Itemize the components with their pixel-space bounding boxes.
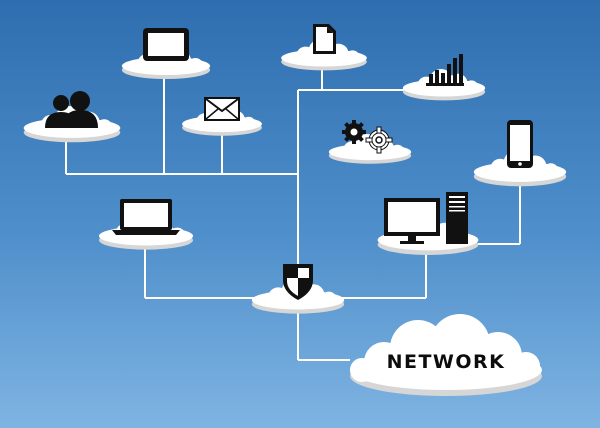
gears-icon [342, 120, 393, 154]
cloud-phone [473, 120, 567, 187]
cloud-desktop [377, 192, 479, 255]
cloud-tablet [121, 28, 211, 79]
cloud-security [251, 264, 345, 314]
tablet-icon [143, 28, 189, 61]
cloud-laptop [98, 199, 194, 250]
cloud-email [182, 97, 262, 136]
cloud-chart [402, 54, 486, 101]
desktop-computer-icon [384, 192, 468, 244]
shield-icon [283, 264, 313, 300]
cloud-settings [328, 120, 412, 164]
cloud-document [281, 24, 367, 71]
bar-chart-icon [426, 54, 464, 86]
users-icon [45, 91, 98, 128]
document-icon [313, 24, 336, 54]
smartphone-icon [507, 120, 533, 168]
laptop-icon [112, 199, 180, 235]
envelope-icon [204, 97, 240, 121]
cloud-network: NETWORK [350, 314, 542, 396]
connector-lines [65, 70, 521, 361]
cloud-users [23, 91, 121, 143]
network-label: NETWORK [387, 351, 506, 373]
